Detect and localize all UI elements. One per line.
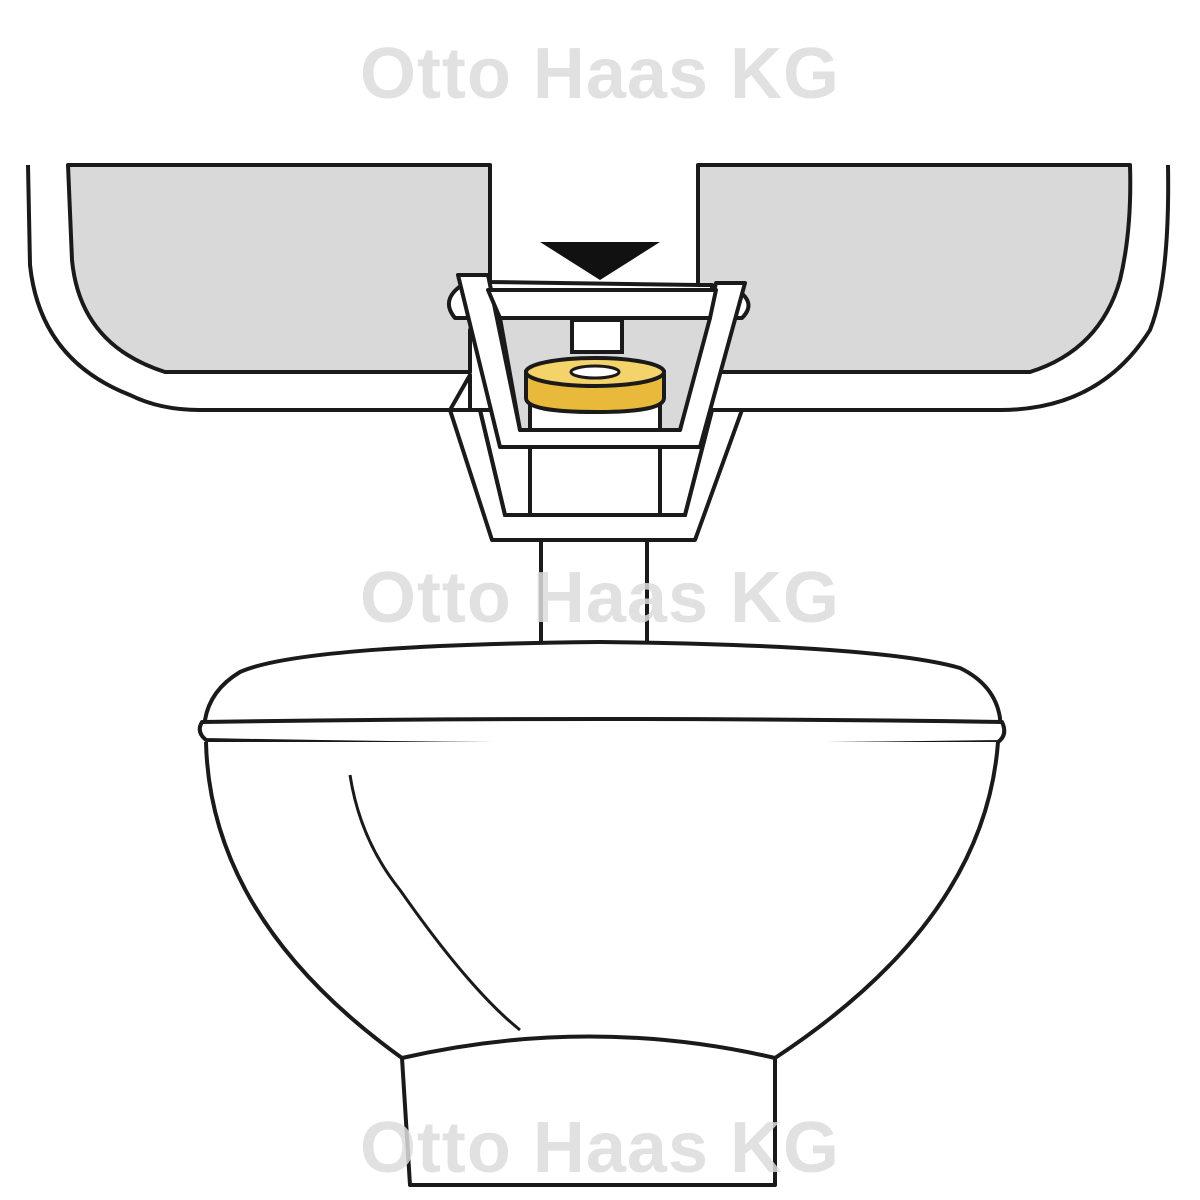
plunger-pin [570, 318, 624, 354]
bowl-body [204, 741, 1000, 1060]
bowl-rim [197, 717, 1007, 747]
flush-valve-column [488, 165, 700, 288]
flush-pipe [539, 538, 649, 652]
bracket-top-bar [486, 288, 718, 320]
cistern-interior-left [66, 163, 492, 374]
connector-pipe [528, 445, 662, 517]
cistern-interior-right [696, 163, 1133, 374]
seal-ring-icon [524, 356, 666, 415]
down-arrow-icon [540, 242, 660, 280]
bowl-curve-line [348, 774, 521, 1032]
bowl-lid [203, 640, 1002, 726]
bowl-base [400, 1034, 777, 1187]
